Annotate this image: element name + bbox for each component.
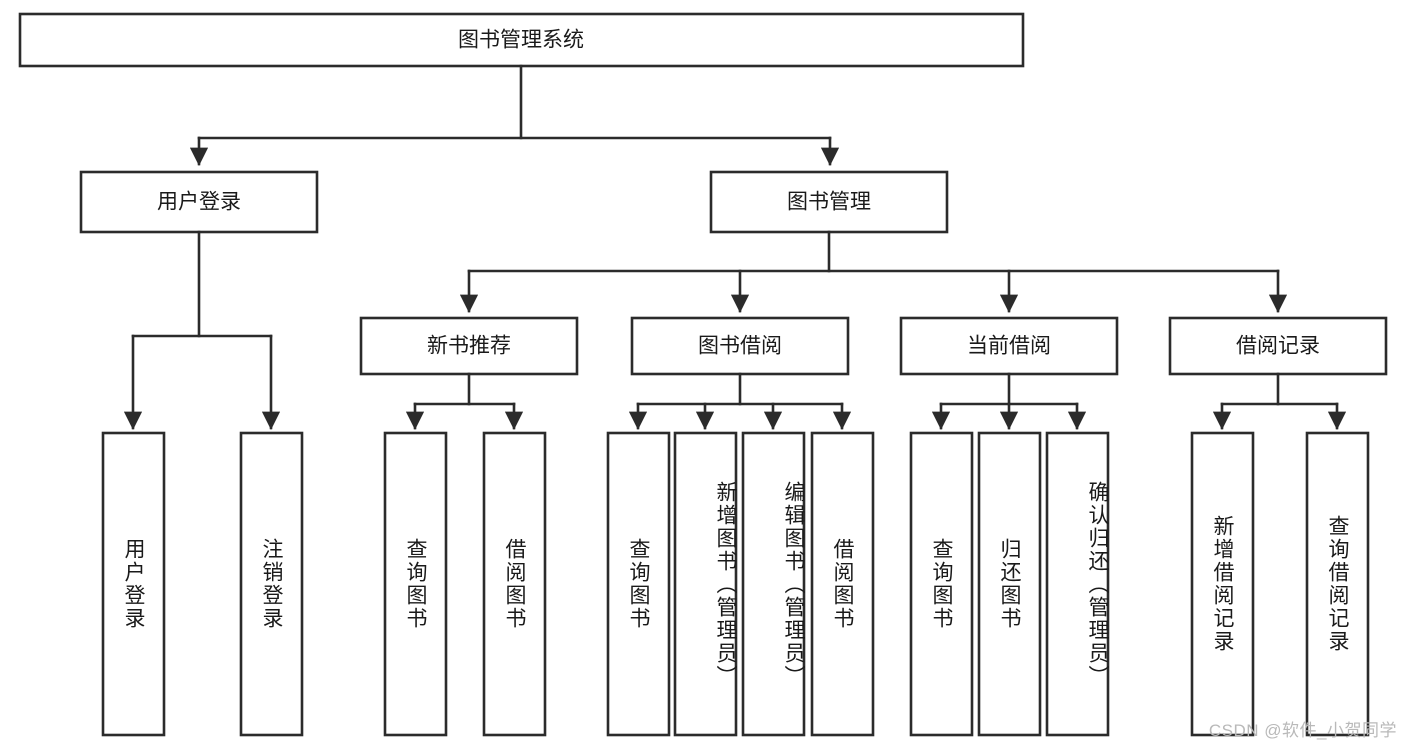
connector-user-login-to-leaves (123, 230, 281, 430)
book-manage-label: 图书管理 (787, 191, 871, 214)
book-manage-box (709, 170, 949, 234)
node-book-manage[interactable]: 图书管理 (709, 170, 949, 234)
node-root[interactable]: 图书管理系统 (18, 12, 1025, 68)
connector-book-manage-to-level3 (459, 230, 1288, 313)
root-label: 图书管理系统 (458, 29, 584, 52)
leaf-box-add-record[interactable] (1190, 431, 1255, 737)
leaf-box-query-record[interactable] (1305, 431, 1370, 737)
node-borrow-record[interactable]: 借阅记录 (1168, 316, 1388, 376)
borrow-record-box (1168, 316, 1388, 376)
leaf-box-user-login[interactable] (101, 431, 166, 737)
book-borrow-box (630, 316, 850, 376)
node-user-login[interactable]: 用户登录 (79, 170, 319, 234)
user-login-label: 用户登录 (157, 191, 241, 214)
node-current-borrow[interactable]: 当前借阅 (899, 316, 1119, 376)
leaf-box-query-book-3[interactable] (909, 431, 974, 737)
new-book-label: 新书推荐 (427, 335, 511, 358)
leaf-box-borrow-book-1[interactable] (482, 431, 547, 737)
leaf-box-edit-book[interactable] (741, 431, 806, 737)
node-book-borrow[interactable]: 图书借阅 (630, 316, 850, 376)
connector-borrow-record-to-leaves (1212, 372, 1347, 430)
leaf-box-add-book[interactable] (673, 431, 738, 737)
current-borrow-box (899, 316, 1119, 376)
connector-root-to-level2 (189, 64, 840, 166)
connector-new-book-to-leaves (405, 372, 524, 430)
borrow-record-label: 借阅记录 (1236, 335, 1320, 358)
current-borrow-label: 当前借阅 (967, 335, 1051, 358)
leaf-box-borrow-book-2[interactable] (810, 431, 875, 737)
new-book-box (359, 316, 579, 376)
connector-book-borrow-to-leaves (628, 372, 852, 430)
leaf-box-logout[interactable] (239, 431, 304, 737)
leaf-box-return-book[interactable] (977, 431, 1042, 737)
connector-current-borrow-to-leaves (931, 372, 1087, 430)
root-box (18, 12, 1025, 68)
book-borrow-label: 图书借阅 (698, 335, 782, 358)
leaf-box-confirm-return[interactable] (1045, 431, 1110, 737)
leaf-box-query-book-1[interactable] (383, 431, 448, 737)
leaf-box-query-book-2[interactable] (606, 431, 671, 737)
node-new-book[interactable]: 新书推荐 (359, 316, 579, 376)
csdn-watermark: CSDN @软件_小贺同学 (1208, 721, 1397, 740)
